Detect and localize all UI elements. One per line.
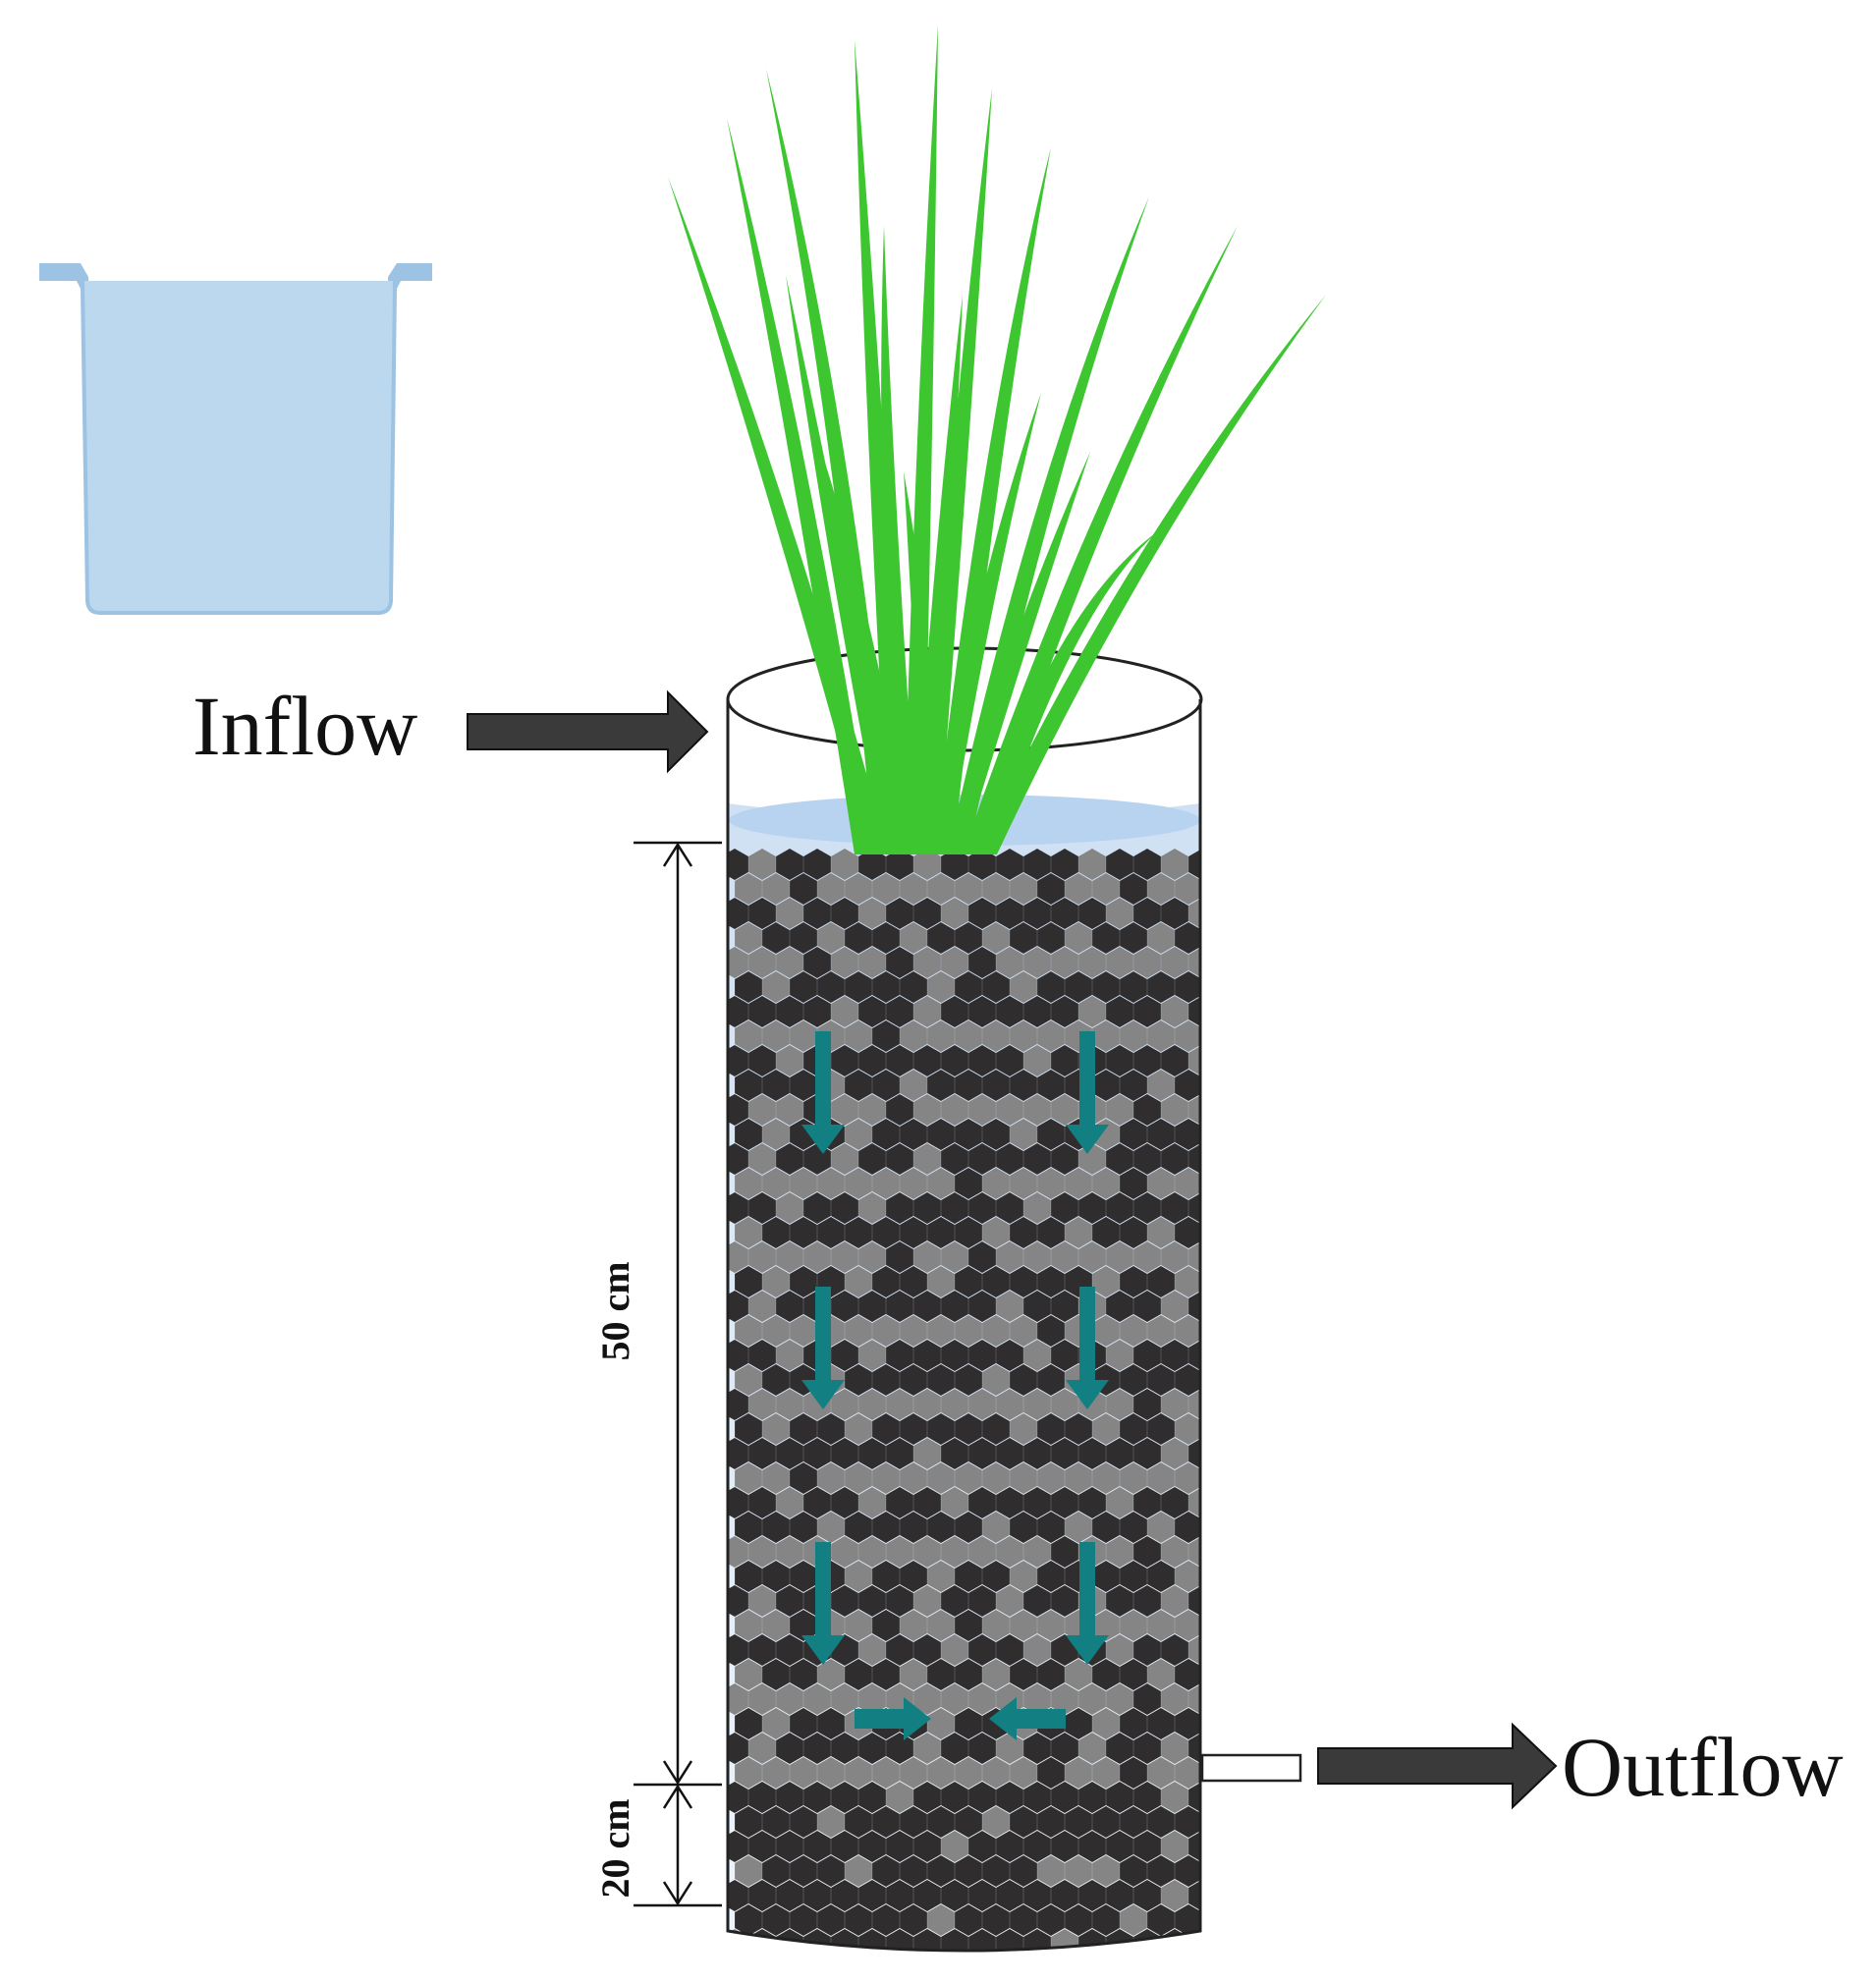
inflow-arrow-icon [468, 692, 707, 771]
dimension-lines [634, 843, 722, 1905]
inflow-label: Inflow [193, 679, 417, 773]
outflow-pipe [1202, 1755, 1300, 1781]
water-container-icon [39, 263, 432, 615]
gravel-particle [1188, 1929, 1216, 1960]
outflow-label: Outflow [1562, 1720, 1844, 1814]
plant-leaf [668, 177, 889, 854]
reed-plant-icon [668, 25, 1326, 854]
depth-label-20: 20 cm [593, 1798, 637, 1898]
outflow-arrow-icon [1318, 1725, 1556, 1807]
filter-column-icon [721, 648, 1300, 1974]
depth-label-50: 50 cm [593, 1261, 637, 1360]
